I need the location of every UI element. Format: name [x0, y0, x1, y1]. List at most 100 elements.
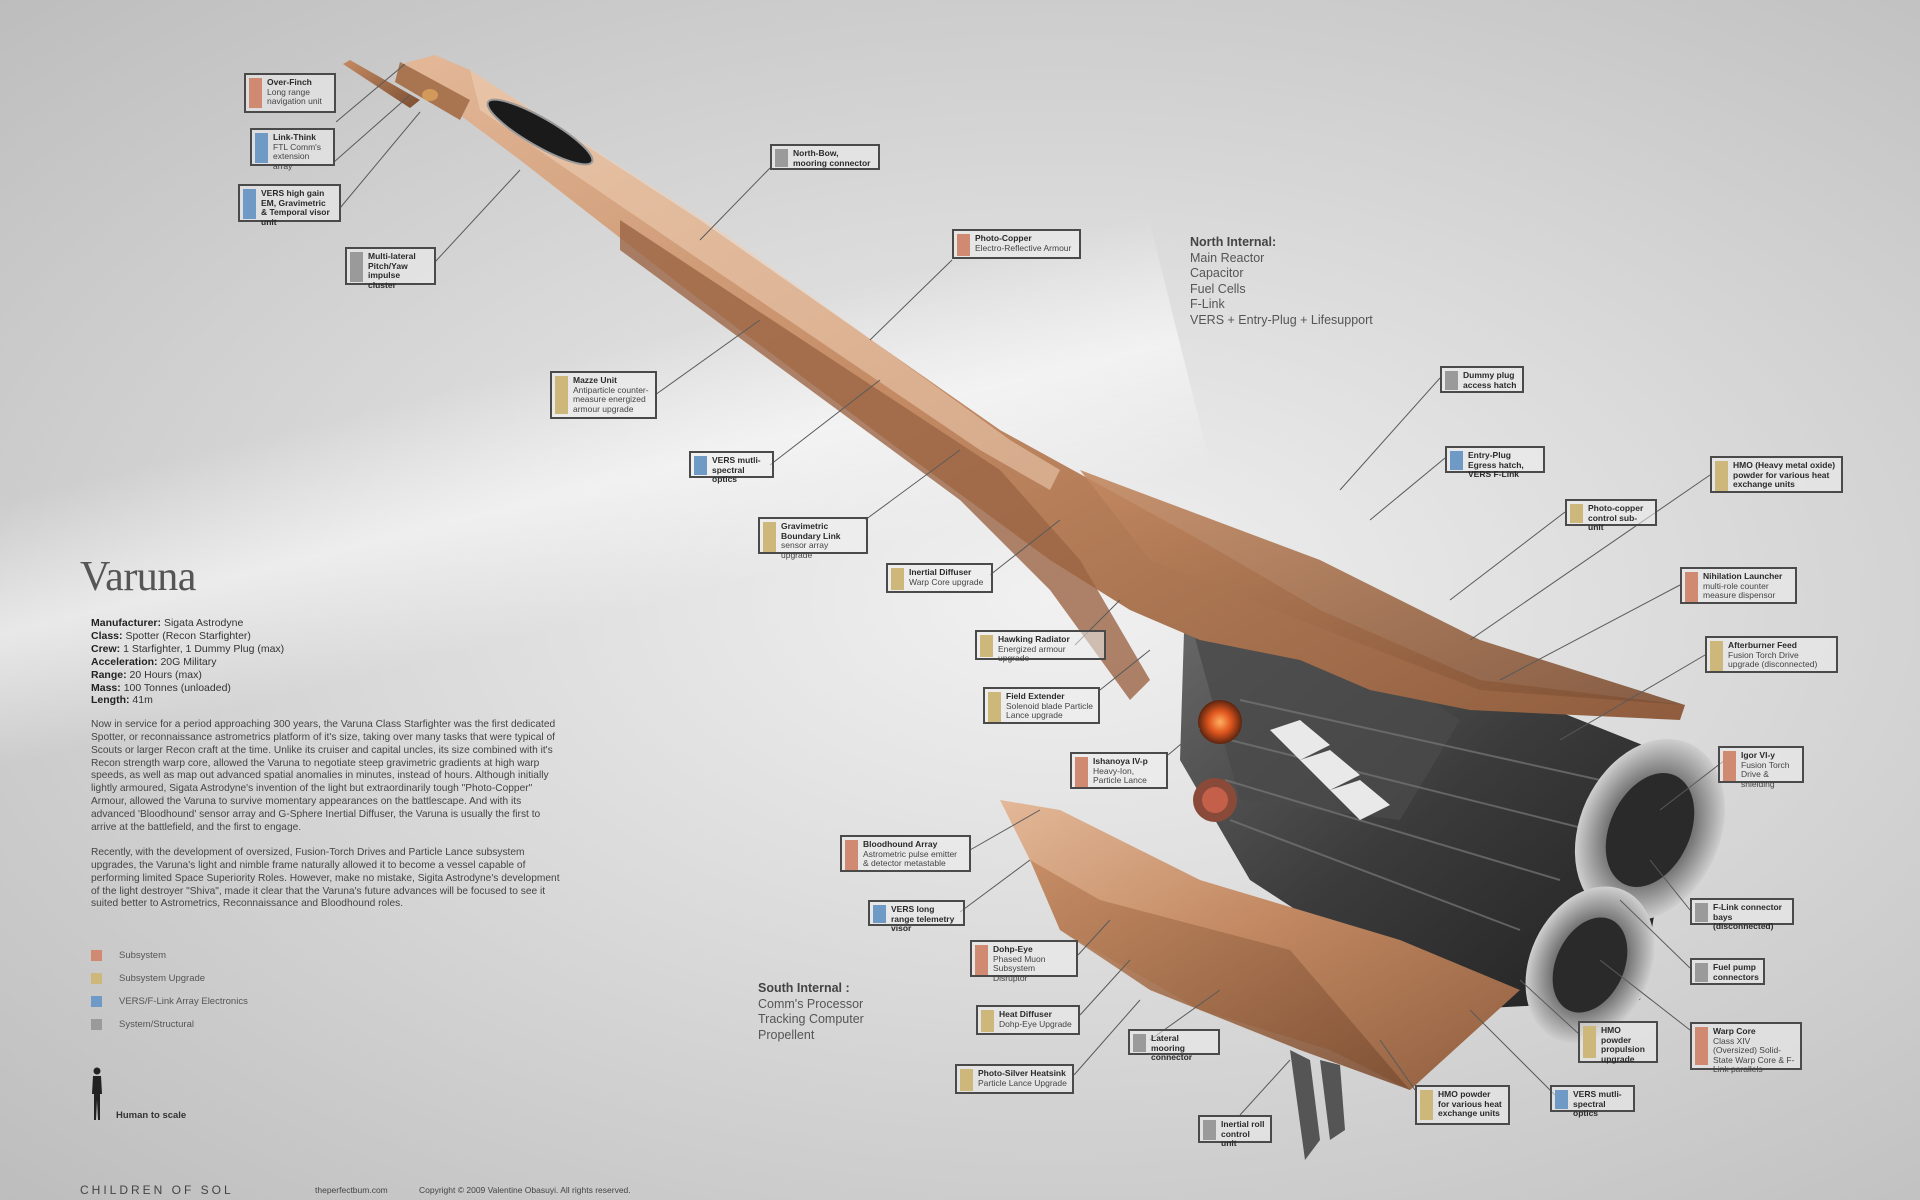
callout-title: Inertial Diffuser	[909, 567, 972, 577]
callout-title: HMO powder propulsion upgrade	[1601, 1025, 1645, 1064]
upgrade-swatch	[1570, 504, 1583, 523]
callout-title: Multi-lateral Pitch/Yaw impulse cluster	[368, 251, 416, 290]
callout-title: Nihilation Launcher	[1703, 571, 1783, 581]
subsystem-swatch	[845, 840, 858, 870]
structural-swatch	[1695, 903, 1708, 922]
callout-subtitle: Astrometric pulse emitter & detector met…	[863, 848, 957, 868]
legend-label: Subsystem Upgrade	[119, 973, 206, 984]
south-internal-item: Comm's Processor	[758, 996, 864, 1011]
callout-title: F-Link connector bays (disconnected)	[1713, 902, 1782, 931]
callout-subtitle: Class XIV (Oversized) Solid-State Warp C…	[1713, 1035, 1795, 1074]
upgrade-swatch	[960, 1069, 973, 1091]
callout-vers-visor: VERS high gain EM, Gravimetric & Tempora…	[238, 184, 341, 226]
callout-lateral-mooring: Lateral mooring connector	[1128, 1029, 1220, 1062]
callout-title: Photo-copper control sub-unit	[1588, 503, 1644, 532]
legend-item-subsystem: Subsystem	[91, 944, 248, 967]
spec-value: 1 Starfighter, 1 Dummy Plug (max)	[123, 642, 285, 655]
callout-fuel-pump: Fuel pump connectors	[1690, 958, 1765, 985]
vers-swatch	[694, 456, 707, 475]
spec-row: Range: 20 Hours (max)	[91, 669, 284, 682]
upgrade-swatch	[981, 1010, 994, 1032]
vers-swatch	[255, 133, 268, 163]
description-paragraph: Recently, with the development of oversi…	[91, 847, 560, 910]
callout-vers-multi-spectral-bottom: VERS mutli-spectral optics	[1550, 1085, 1635, 1118]
upgrade-swatch	[1420, 1090, 1433, 1120]
callout-title: Ishanoya IV-p	[1093, 756, 1148, 766]
north-internal-item: Capacitor	[1190, 266, 1244, 280]
vers-swatch	[243, 189, 256, 219]
callout-title: VERS long range telemetry visor	[891, 904, 955, 933]
callout-title: Mazze Unit	[573, 375, 617, 385]
spec-value: 100 Tonnes (unloaded)	[123, 681, 231, 694]
callout-title: HMO (Heavy metal oxide) powder for vario…	[1733, 460, 1836, 489]
callout-title: North-Bow, mooring connector	[793, 148, 871, 168]
legend-swatch	[91, 973, 102, 984]
callout-hmo-heavy-metal: HMO (Heavy metal oxide) powder for vario…	[1710, 456, 1843, 493]
callout-multi-lateral: Multi-lateral Pitch/Yaw impulse cluster	[345, 247, 436, 289]
callout-f-link-bays: F-Link connector bays (disconnected)	[1690, 898, 1794, 931]
upgrade-swatch	[891, 568, 904, 590]
footer-copyright: Copyright © 2009 Valentine Obasuyi. All …	[419, 1185, 631, 1195]
callout-vers-long-range: VERS long range telemetry visor	[868, 900, 965, 933]
human-silhouette-icon	[92, 1067, 102, 1120]
callout-subtitle: Fusion Torch Drive & shielding	[1741, 759, 1790, 789]
spec-row: Mass: 100 Tonnes (unloaded)	[91, 682, 284, 695]
callout-title: Hawking Radiator	[998, 634, 1070, 644]
structural-swatch	[775, 149, 788, 167]
legend-item-upgrade: Subsystem Upgrade	[91, 967, 248, 990]
callout-title: Field Extender	[1006, 691, 1065, 701]
callout-title: Gravimetric Boundary Link	[781, 521, 841, 541]
callout-title: Over-Finch	[267, 77, 312, 87]
callout-title: Bloodhound Array	[863, 839, 938, 849]
callout-title: HMO powder for various heat exchange uni…	[1438, 1089, 1502, 1118]
upgrade-swatch	[555, 376, 568, 414]
callout-title: Warp Core	[1713, 1026, 1756, 1036]
structural-swatch	[1203, 1120, 1216, 1140]
callout-title: Photo-Copper	[975, 233, 1032, 243]
subsystem-swatch	[957, 234, 970, 256]
spec-label: Manufacturer:	[91, 617, 162, 629]
footer-brand: CHILDREN OF SOL	[80, 1183, 234, 1197]
north-internal-heading: North Internal:	[1190, 235, 1277, 249]
legend-label: Subsystem	[119, 950, 166, 961]
north-internal-item: Fuel Cells	[1190, 281, 1246, 296]
poster-title: Varuna	[80, 554, 196, 600]
callout-subtitle: FTL Comm's extension array	[273, 141, 322, 171]
structural-swatch	[1133, 1034, 1146, 1052]
spec-value: 20G Military	[160, 655, 217, 668]
north-internal-item: VERS + Entry-Plug + Lifesupport	[1190, 312, 1373, 327]
callout-subtitle: Phased Muon Subsystem Disruptor	[993, 953, 1046, 983]
subsystem-swatch	[249, 78, 262, 108]
spec-row: Acceleration: 20G Military	[91, 656, 284, 669]
leader-lines	[333, 63, 1726, 1116]
spec-label: Crew:	[91, 642, 121, 655]
callout-entry-plug: Entry-Plug Egress hatch, VERS F-Link	[1445, 446, 1545, 479]
callout-subtitle: sensor array upgrade	[781, 540, 829, 560]
legend-swatch	[91, 996, 102, 1007]
callout-title: Link-Think	[273, 132, 316, 142]
callout-title: Fuel pump connectors	[1713, 962, 1759, 982]
structural-swatch	[1445, 371, 1458, 390]
structural-swatch	[1695, 963, 1708, 982]
spec-value: 41m	[132, 694, 153, 707]
spec-label: Length:	[91, 694, 130, 707]
legend: Subsystem Subsystem Upgrade VERS/F-Link …	[91, 944, 248, 1036]
legend-swatch	[91, 950, 102, 961]
callout-title: Afterburner Feed	[1728, 640, 1797, 650]
spec-label: Mass:	[91, 681, 121, 694]
callout-subtitle: Dohp-Eye Upgrade	[999, 1018, 1072, 1029]
callout-subtitle: Particle Lance Upgrade	[978, 1077, 1067, 1088]
callout-title: Inertial roll control unit	[1221, 1119, 1265, 1148]
callout-dummy-plug: Dummy plug access hatch	[1440, 366, 1524, 393]
callout-subtitle: Fusion Torch Drive upgrade (disconnected…	[1728, 649, 1818, 669]
structural-swatch	[350, 252, 363, 282]
